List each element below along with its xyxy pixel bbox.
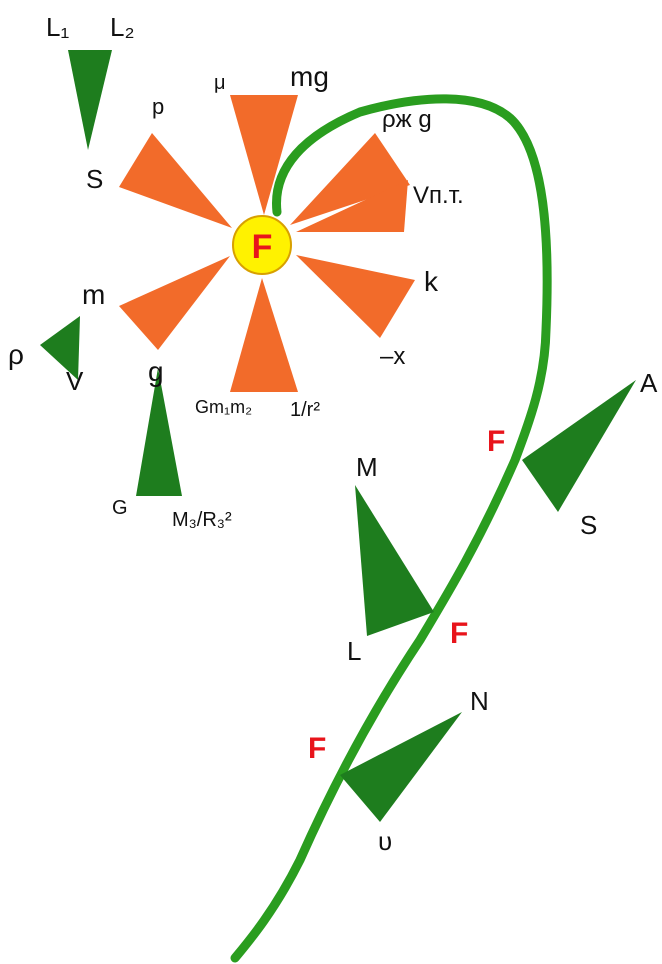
leaf-m-l bbox=[355, 485, 434, 636]
label-L: L bbox=[347, 636, 361, 666]
label-m3-r3: M₃/R₃² bbox=[172, 509, 232, 531]
leaf-l1-l2-s bbox=[68, 50, 112, 150]
label-vpt: Vп.т. bbox=[413, 182, 464, 209]
label-rho-zh-g: ρж g bbox=[382, 106, 432, 133]
label-mg: mg bbox=[290, 61, 329, 92]
label-l2: L₂ bbox=[110, 12, 135, 42]
stem-force-label-middle: F bbox=[450, 617, 468, 650]
leaf-g-m3-r3 bbox=[136, 368, 182, 496]
label-p: p bbox=[152, 94, 164, 119]
leaf-n-v bbox=[340, 712, 462, 822]
petal-k-x bbox=[296, 255, 415, 338]
label-mu: μ bbox=[214, 72, 226, 94]
label-gm1m2: Gm₁m₂ bbox=[195, 397, 252, 417]
label-A: A bbox=[640, 368, 658, 398]
label-v: V bbox=[66, 366, 84, 396]
flower-center-label: F bbox=[252, 228, 273, 266]
label-k: k bbox=[424, 266, 439, 297]
label-N: N bbox=[470, 686, 489, 716]
label-G: G bbox=[112, 497, 128, 519]
label-rho: ρ bbox=[8, 339, 24, 370]
label-m-small: m bbox=[82, 279, 105, 310]
label-l1: L₁ bbox=[46, 12, 69, 42]
flower-center bbox=[232, 215, 292, 275]
petal-vpt bbox=[296, 180, 408, 232]
petal-gm1m2-r2 bbox=[230, 278, 298, 392]
label-1-over-r2: 1/r² bbox=[290, 399, 320, 421]
petal-m-g bbox=[119, 256, 230, 350]
stem bbox=[230, 94, 552, 963]
stem-force-label-upper: F bbox=[487, 425, 505, 458]
petal-p-s bbox=[119, 133, 232, 228]
label-upsilon: υ bbox=[378, 826, 392, 856]
leaf-rho-v-m bbox=[40, 316, 80, 380]
petal-mu-mg bbox=[230, 95, 298, 215]
label-s-right: S bbox=[580, 510, 597, 540]
label-g: g bbox=[148, 356, 164, 387]
petal-rho-g bbox=[290, 133, 410, 225]
stem-force-label-lower: F bbox=[308, 732, 326, 765]
label-M: M bbox=[356, 452, 378, 482]
leaf-a-s bbox=[522, 380, 636, 512]
label-s-top: S bbox=[86, 164, 103, 194]
label-minus-x: –x bbox=[380, 343, 405, 370]
